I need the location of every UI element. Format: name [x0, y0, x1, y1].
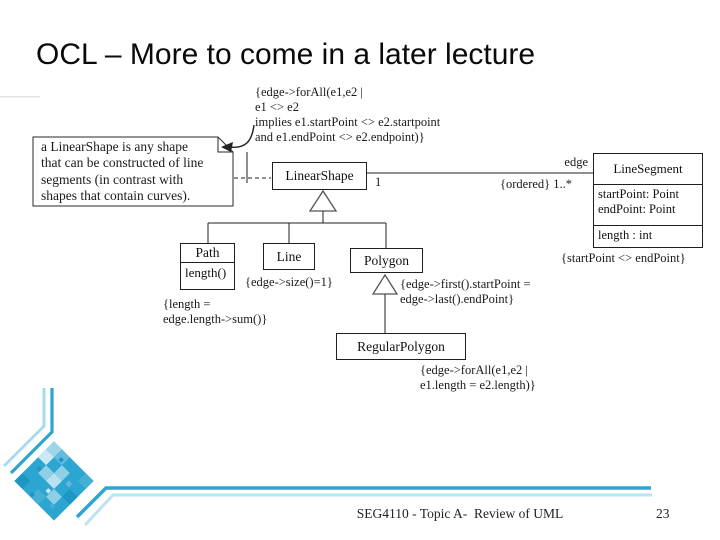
- class-attributes: startPoint: Point endPoint: Point: [594, 184, 702, 225]
- constraint-regular-polygon-equal-edges: {edge->forAll(e1,e2 | e1.length = e2.len…: [420, 363, 536, 392]
- multiplicity-source: 1: [375, 175, 382, 189]
- slide-title: OCL – More to come in a later lecture: [36, 38, 536, 71]
- class-line: Line: [263, 243, 315, 270]
- class-name: Path: [195, 245, 220, 260]
- constraint-path-length: {length = edge.length->sum()}: [163, 297, 268, 326]
- class-linear-shape: LinearShape: [272, 162, 367, 190]
- class-operations: length : int: [594, 225, 702, 247]
- class-name: RegularPolygon: [357, 338, 445, 354]
- class-path: Path length(): [180, 243, 235, 290]
- class-regular-polygon: RegularPolygon: [336, 333, 466, 360]
- class-name: Polygon: [363, 252, 409, 268]
- class-line-segment: LineSegment startPoint: Point endPoint: …: [593, 153, 703, 248]
- constraint-segment-endpoints: {startPoint <> endPoint}: [561, 251, 686, 265]
- note-text: a LinearShape is any shape that can be c…: [41, 139, 204, 204]
- operation: length(): [185, 265, 227, 280]
- operation: length : int: [598, 228, 653, 242]
- constraint-line-edge-count: {edge->size()=1}: [245, 275, 333, 289]
- class-name: LinearShape: [285, 168, 354, 183]
- curved-arrow-icon: [221, 124, 255, 152]
- attribute: endPoint: Point: [598, 202, 676, 216]
- constraint-polygon-closed: {edge->first().startPoint = edge->last()…: [400, 277, 531, 306]
- constraint-edges-distinct: {edge->forAll(e1,e2 | e1 <> e2 implies e…: [255, 85, 441, 144]
- footer-accent-bars: [75, 486, 652, 527]
- logo-angled-lines: [2, 388, 54, 475]
- class-name: Line: [276, 248, 302, 264]
- generalization-triangle: [308, 189, 338, 212]
- footer-course-label: SEG4110 - Topic A- Review of UML: [356, 506, 564, 521]
- logo-diamond-mosaic: [14, 441, 94, 521]
- class-name: LineSegment: [613, 161, 683, 176]
- generalization-triangle-polygon: [371, 273, 399, 295]
- association-role-label: edge: [564, 155, 588, 169]
- page-number: 23: [656, 506, 670, 521]
- decor-faint-line: [0, 96, 40, 98]
- note-shape: [32, 136, 234, 207]
- attribute: startPoint: Point: [598, 187, 679, 201]
- class-operations: length(): [181, 262, 234, 290]
- class-polygon: Polygon: [350, 248, 423, 273]
- multiplicity-target: {ordered} 1..*: [500, 177, 573, 191]
